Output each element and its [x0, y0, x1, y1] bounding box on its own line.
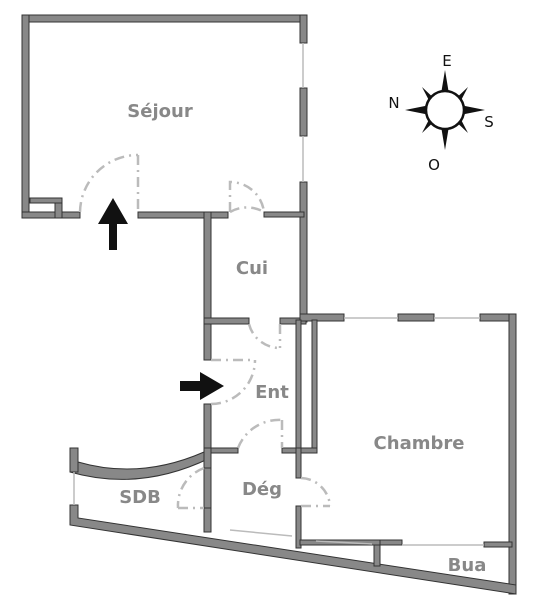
compass-north: N — [388, 94, 399, 112]
wall-bua-top-b — [483, 541, 513, 548]
wall-sdb-right — [203, 447, 212, 469]
room-label-sejour: Séjour — [127, 101, 193, 122]
compass-west: O — [428, 156, 440, 174]
door-sejour — [78, 153, 139, 213]
wall-sejour-right-low — [299, 181, 308, 323]
wall-deg-right — [295, 447, 302, 479]
wall-sdb-right-b — [203, 507, 212, 533]
compass-icon: E N S O — [388, 52, 493, 174]
door-sdb — [176, 466, 205, 509]
door-cui — [229, 206, 265, 214]
wall-sejour-bottom-right — [137, 211, 229, 219]
wall-chambre-right — [508, 313, 517, 595]
door-deg-top — [236, 418, 283, 449]
room-label-cui: Cui — [236, 258, 268, 279]
walls — [21, 14, 517, 595]
door-ent-top — [247, 323, 281, 350]
door-entree — [210, 359, 257, 406]
wall-sejour-right-mid — [299, 87, 308, 137]
door-cui-b — [228, 180, 266, 213]
wall-bottom-slant — [69, 504, 517, 595]
wall-sejour-top — [21, 14, 308, 23]
wall-cui-left — [203, 211, 212, 325]
wall-chambre-left — [295, 319, 302, 449]
wall-sejour-left — [21, 14, 30, 219]
wall-sejour-bottom-right-b — [263, 211, 305, 218]
room-label-ent: Ent — [255, 382, 289, 403]
wall-sdb-left — [69, 447, 79, 473]
door-chambre — [300, 476, 332, 507]
wall-chambre-top-b — [397, 313, 435, 322]
wall-sejour-bottom-left — [21, 211, 81, 219]
wall-sejour-right-top — [299, 14, 308, 44]
wall-sdb-curve — [69, 447, 211, 480]
room-label-sdb: SDB — [119, 487, 161, 508]
room-label-chambre: Chambre — [374, 433, 465, 454]
compass-south: S — [484, 113, 494, 131]
wall-deg-right-b — [295, 505, 302, 549]
room-label-deg: Dég — [242, 479, 282, 500]
door-swings — [78, 153, 332, 510]
wall-chambre-left-b — [311, 319, 318, 451]
windows — [73, 43, 484, 546]
arrow-right-icon — [180, 372, 224, 400]
wall-ent-left-top — [203, 319, 212, 361]
compass-east: E — [442, 52, 451, 70]
wall-chambre-top — [299, 313, 345, 322]
wall-cui-ent — [203, 317, 250, 325]
room-label-bua: Bua — [448, 555, 487, 576]
entrance-arrows — [98, 198, 224, 400]
wall-ent-deg-b — [207, 447, 239, 454]
arrow-up-icon — [98, 198, 128, 250]
wall-sejour-nook-top — [29, 197, 63, 204]
